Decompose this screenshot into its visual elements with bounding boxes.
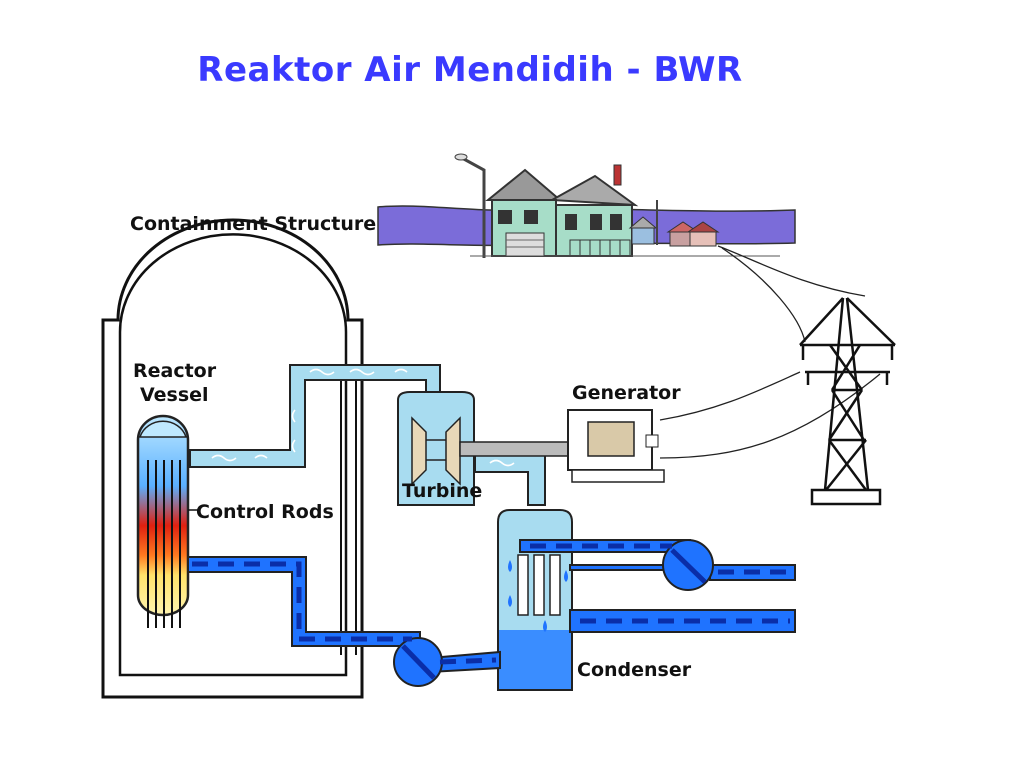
- label-reactor-vessel-line2: Vessel: [140, 384, 209, 406]
- condenser: [497, 509, 573, 691]
- label-generator: Generator: [572, 382, 681, 404]
- reactor-vessel: [136, 414, 198, 628]
- generator: [459, 409, 665, 483]
- small-houses: [628, 200, 720, 247]
- turbine: [397, 391, 475, 506]
- label-reactor-vessel-line1: Reactor: [133, 360, 217, 382]
- street-lamp: [461, 156, 486, 258]
- cooling-water-loop: [519, 539, 796, 633]
- condensate-drops: [508, 560, 568, 632]
- label-containment-structure: Containment Structure: [130, 213, 376, 235]
- steam-swirls: [211, 368, 515, 467]
- transmission-tower: [799, 297, 896, 506]
- slide-title: Reaktor Air Mendidih - BWR: [197, 50, 743, 90]
- cooling-dashes: [530, 543, 790, 624]
- house: [485, 164, 639, 257]
- condenser-tubes: [517, 554, 561, 616]
- feedwater-dashes: [192, 561, 497, 665]
- control-rods: [147, 460, 181, 628]
- label-turbine: Turbine: [402, 480, 482, 502]
- power-lines: [659, 245, 881, 459]
- town-scene: [377, 153, 796, 258]
- label-control-rods: Control Rods: [196, 501, 334, 523]
- turbine-blades: [411, 416, 427, 486]
- label-condenser: Condenser: [577, 659, 692, 681]
